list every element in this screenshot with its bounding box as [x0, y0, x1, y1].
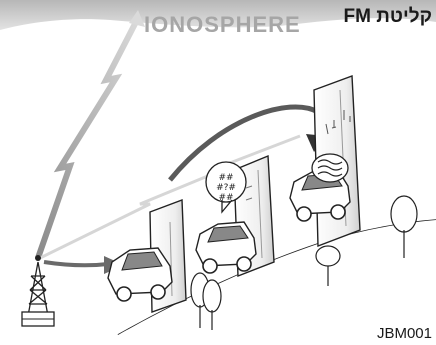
ionosphere-label: IONOSPHERE — [144, 12, 301, 38]
distorted-signal-icon — [312, 154, 348, 182]
svg-text:##: ## — [218, 193, 233, 203]
svg-text:##: ## — [218, 173, 233, 183]
svg-text:#?#: #?# — [216, 183, 236, 193]
radio-tower-icon — [22, 255, 54, 326]
car-icon — [108, 248, 172, 301]
sky-wave-signal — [38, 18, 138, 258]
car-icon — [196, 222, 256, 273]
figure-code: JBM001 — [377, 325, 432, 342]
direct-wave-arrow — [44, 262, 108, 265]
page-title: קליטת FM — [344, 6, 432, 28]
